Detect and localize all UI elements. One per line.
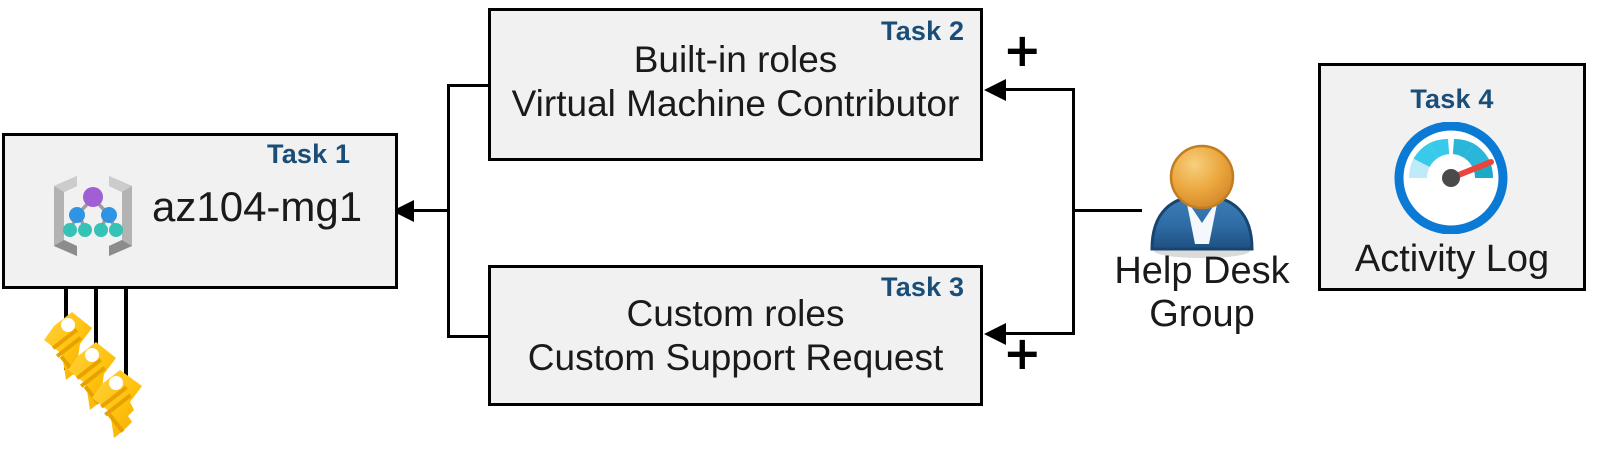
arrowhead-into-task2 [984,79,1006,101]
task1-tag: Task 1 [267,139,351,169]
connector-right-trunk [1072,88,1075,335]
task2-tag: Task 2 [881,16,965,46]
task3-box[interactable] [488,265,983,406]
connector-trunk-to-task1 [412,209,450,212]
keys-icon [36,310,152,449]
management-group-icon [47,172,139,260]
user-group-icon [1139,141,1265,259]
task3-line1: Custom roles [626,293,845,334]
task4-label: Activity Log [1354,238,1550,280]
task4-tag: Task 4 [1410,84,1494,114]
task2-line2: Virtual Machine Contributor [511,83,960,124]
task3-tag: Task 3 [881,272,965,302]
plus-sign-task2: + [1003,23,1042,77]
task1-label: az104-mg1 [152,183,363,230]
key-arrow-shaft-1 [64,250,68,370]
group-label-line1: Help Desk [1114,250,1290,292]
plus-sign-task3: + [1003,326,1042,380]
connector-trunk-to-task2 [1005,88,1075,91]
task2-box[interactable] [488,8,983,161]
task3-line2: Custom Support Request [527,337,944,378]
task1-box[interactable] [2,133,398,289]
key-arrow-shaft-2 [94,250,98,378]
group-label-line2: Group [1149,293,1255,335]
activity-log-gauge-icon [1392,122,1510,234]
connector-task2-to-trunk [447,84,490,87]
key-arrow-shaft-3 [124,263,128,390]
arrowhead-into-task3 [984,323,1006,345]
connector-task3-to-trunk [447,335,490,338]
task2-line1: Built-in roles [633,39,838,80]
connector-group-to-trunk [1075,209,1142,212]
connector-trunk-to-task3 [1005,332,1075,335]
